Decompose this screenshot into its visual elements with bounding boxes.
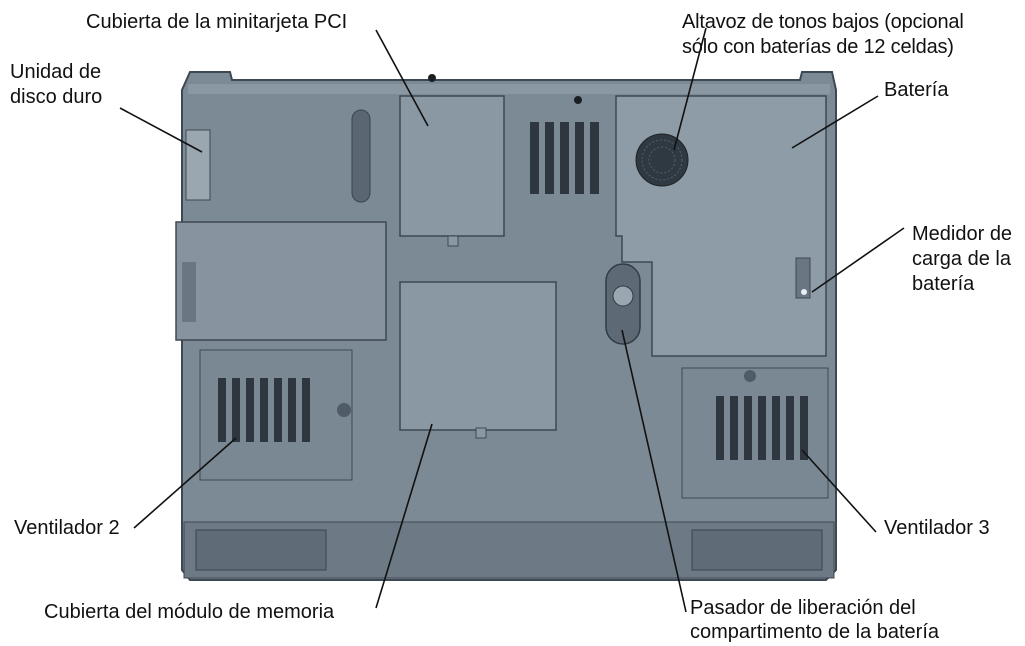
label-charge-gauge-line3: batería — [912, 273, 975, 295]
label-memory-cover: Cubierta del módulo de memoria — [44, 601, 335, 623]
leader-hdd — [119, 107, 203, 153]
label-charge-gauge-line1: Medidor de — [912, 223, 1013, 245]
fan-2-area — [199, 349, 353, 481]
label-hdd-line1: Unidad de — [10, 61, 102, 83]
leader-pci-cover — [375, 29, 429, 127]
fan-3-area — [681, 367, 829, 499]
label-battery-latch-line1: Pasador de liberación del — [690, 597, 916, 619]
leader-fan2 — [133, 437, 237, 529]
battery-release-latch — [605, 263, 641, 345]
leader-battery-latch — [621, 329, 687, 613]
hard-drive-bay — [175, 221, 387, 341]
leader-subwoofer — [673, 27, 707, 151]
label-pci-cover: Cubierta de la minitarjeta PCI — [86, 11, 348, 33]
leader-charge-gauge — [811, 227, 905, 293]
leader-battery — [791, 95, 879, 149]
label-charge-gauge-line2: carga de la — [912, 248, 1011, 270]
center-vent — [530, 122, 599, 194]
memory-module-cover — [399, 281, 557, 439]
label-fan3: Ventilador 3 — [884, 517, 990, 539]
label-hdd-line2: disco duro — [10, 86, 103, 108]
mini-pci-cover — [399, 74, 582, 247]
leader-fan3 — [801, 449, 877, 533]
label-battery: Batería — [884, 79, 949, 101]
label-subwoofer-line1: Altavoz de tonos bajos (opcional — [682, 11, 964, 33]
leader-lines — [119, 27, 905, 613]
label-battery-latch-line2: compartimento de la batería — [690, 621, 940, 643]
label-subwoofer-line2: sólo con baterías de 12 celdas) — [682, 36, 954, 58]
label-fan2: Ventilador 2 — [14, 517, 120, 539]
leader-memory-cover — [375, 423, 433, 609]
